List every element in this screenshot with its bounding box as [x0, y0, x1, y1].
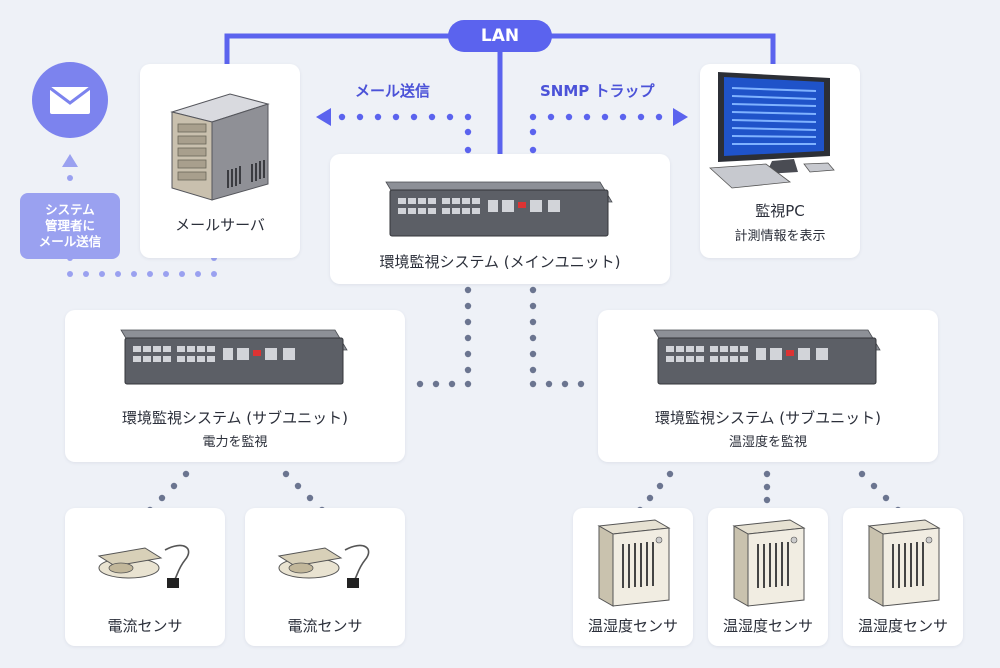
- main-to-sub-dots: [416, 286, 585, 388]
- mail-send-label: メール送信: [355, 82, 431, 100]
- mail-send-arrow: [316, 108, 472, 154]
- env-sensor-icon: [597, 519, 671, 607]
- current-sensor-icon: [277, 544, 370, 588]
- sub-unit-power-card: 環境監視システム (サブユニット) 電力を監視: [65, 310, 405, 462]
- mail-server-label: メールサーバ: [175, 216, 265, 234]
- sub-unit-env-sublabel: 温湿度を監視: [728, 435, 807, 450]
- rack-unit-icon: [120, 329, 348, 385]
- current-sensor-label: 電流センサ: [107, 617, 183, 635]
- monitor-pc-label: 監視PC: [755, 202, 805, 220]
- sub-to-sensor-dots: [146, 470, 902, 514]
- sub-unit-power-sublabel: 電力を監視: [202, 435, 268, 450]
- snmp-label: SNMP トラップ: [540, 82, 655, 100]
- env-sensor-card: 温湿度センサ: [843, 508, 963, 646]
- monitor-pc-sublabel: 計測情報を表示: [734, 229, 826, 244]
- sub-unit-power-label: 環境監視システム (サブユニット): [121, 409, 349, 427]
- snmp-arrow: [529, 108, 688, 154]
- current-sensor-icon: [97, 544, 190, 588]
- monitor-pc-icon: [709, 72, 835, 189]
- current-sensor-card: 電流センサ: [245, 508, 405, 646]
- env-sensor-icon: [867, 519, 941, 607]
- admin-badge-line-2: 管理者に: [44, 218, 95, 233]
- env-sensor-label: 温湿度センサ: [857, 617, 948, 635]
- lan-label: LAN: [480, 26, 520, 46]
- rack-unit-icon: [385, 181, 613, 237]
- current-sensor-label: 電流センサ: [287, 617, 363, 635]
- lan-badge: LAN: [448, 20, 552, 52]
- env-sensor-label: 温湿度センサ: [722, 617, 813, 635]
- env-sensor-label: 温湿度センサ: [587, 617, 678, 635]
- main-unit-label: 環境監視システム (メインユニット): [379, 253, 621, 271]
- env-sensor-icon: [732, 519, 806, 607]
- admin-badge-line-3: メール送信: [38, 234, 102, 249]
- sub-unit-env-label: 環境監視システム (サブユニット): [654, 409, 882, 427]
- envelope-icon: [49, 86, 91, 114]
- rack-unit-icon: [653, 329, 881, 385]
- admin-badge-line-1: システム: [45, 202, 95, 217]
- sub-unit-env-card: 環境監視システム (サブユニット) 温湿度を監視: [598, 310, 938, 462]
- mail-envelope-icon: [32, 62, 108, 138]
- env-sensor-card: 温湿度センサ: [573, 508, 693, 646]
- env-sensor-card: 温湿度センサ: [708, 508, 828, 646]
- admin-mail-badge: システム 管理者に メール送信: [20, 193, 120, 259]
- current-sensor-card: 電流センサ: [65, 508, 225, 646]
- main-unit-card: 環境監視システム (メインユニット): [330, 154, 670, 284]
- mail-server-card: メールサーバ: [140, 64, 300, 258]
- server-tower-icon: [170, 93, 270, 201]
- monitor-pc-card: 監視PC 計測情報を表示: [700, 64, 860, 258]
